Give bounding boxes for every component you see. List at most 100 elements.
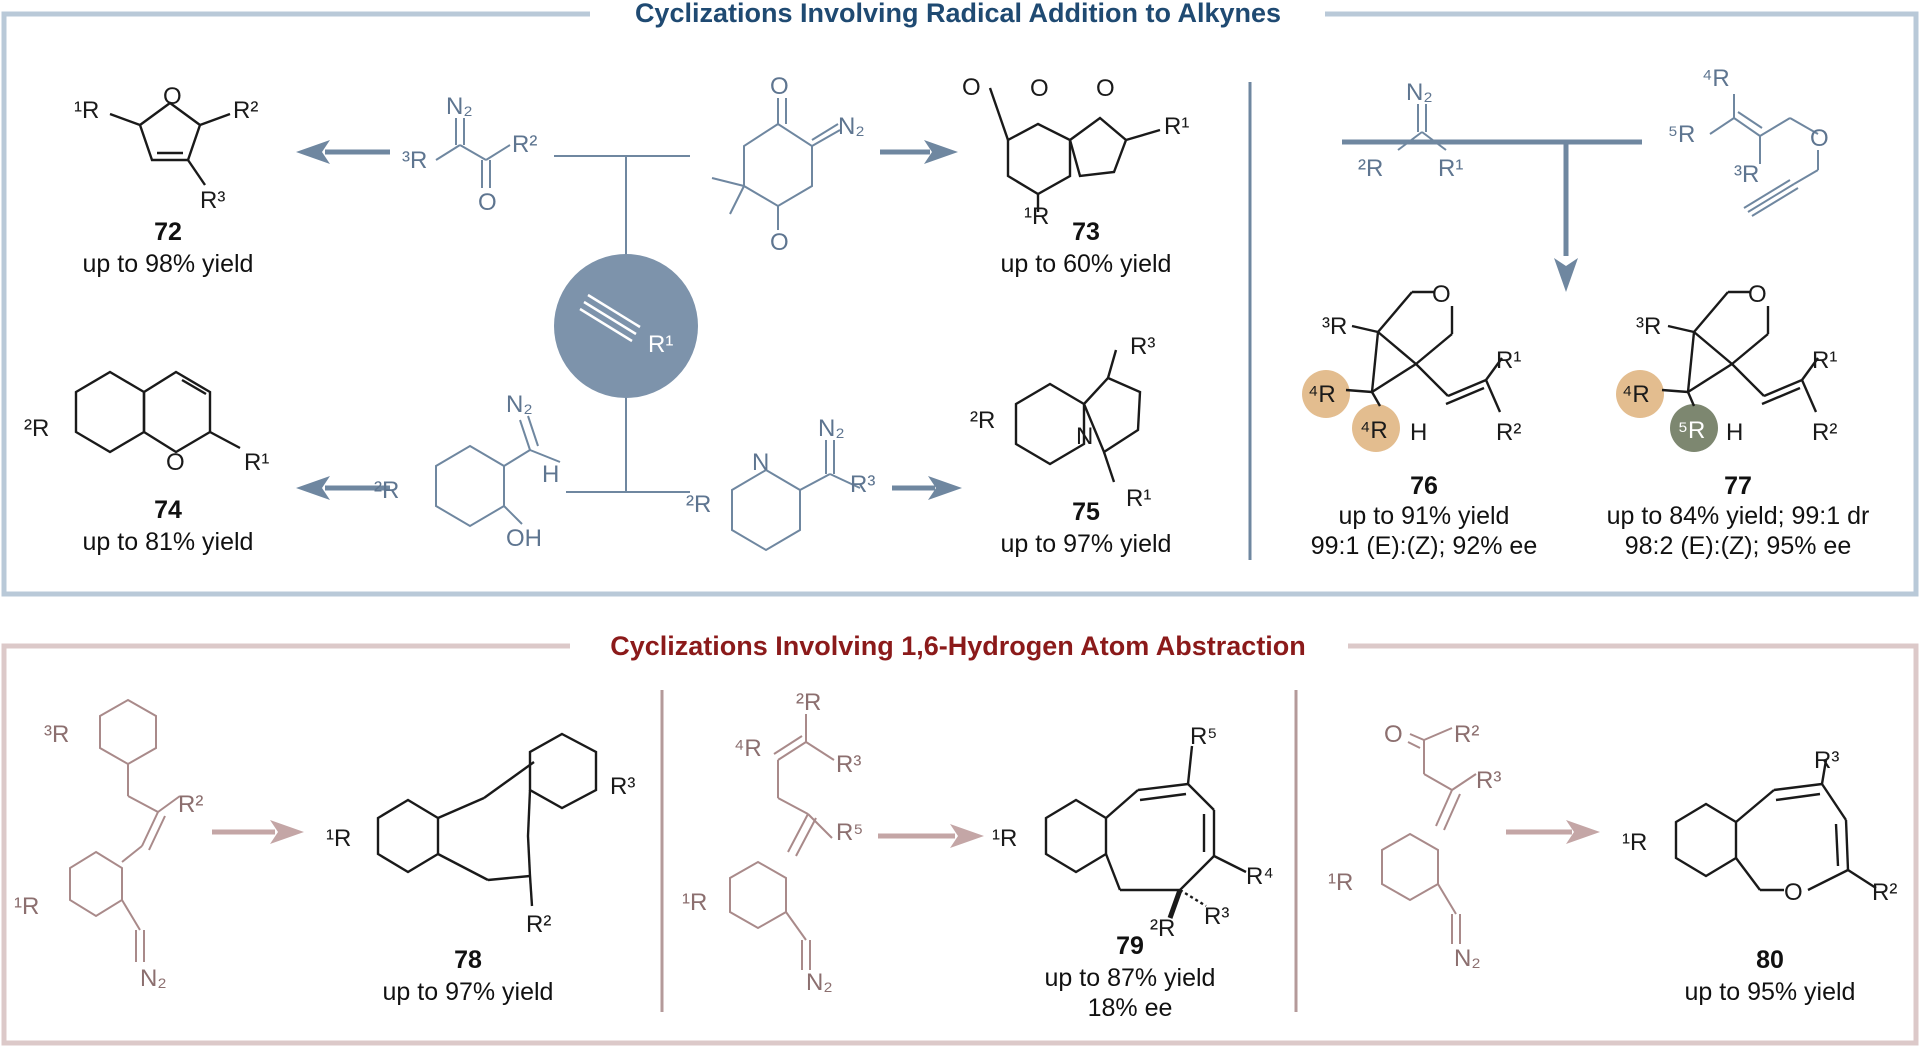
p76-o: O [1432, 281, 1451, 308]
pyridyl-2r: ²R [686, 491, 711, 518]
sm79-r5: R⁵ [836, 819, 863, 846]
product-76-structure [1345, 290, 1503, 413]
p75-number: 75 [1072, 498, 1100, 526]
enyne-structure [1709, 94, 1819, 217]
p78-r2: R² [526, 911, 551, 938]
pyridyl-r3: R³ [850, 471, 875, 498]
p72-r3: R³ [200, 187, 225, 214]
alkyne-circle: R¹ [554, 254, 698, 398]
p77-number: 77 [1724, 472, 1752, 500]
p80-r3: R³ [1814, 747, 1839, 774]
diazo-right-r1: R¹ [1438, 155, 1463, 182]
sm80-r3: R³ [1476, 767, 1501, 794]
sm80-o: O [1384, 721, 1403, 748]
p77-3r: ³R [1636, 313, 1661, 340]
sm78-3r: ³R [44, 721, 69, 748]
p72-o: O [163, 83, 182, 110]
p77-o: O [1748, 281, 1767, 308]
bottom-panel-title: Cyclizations Involving 1,6-Hydrogen Atom… [610, 631, 1306, 661]
p73-o-ring: O [1030, 75, 1049, 102]
sm80-structure [1381, 727, 1477, 944]
p77-h: H [1726, 419, 1743, 446]
product-80-structure [1674, 759, 1877, 892]
sm80-r2: R² [1454, 721, 1479, 748]
p75-n: N [1076, 423, 1093, 450]
top-panel-frame: Cyclizations Involving Radical Addition … [1, 0, 1919, 597]
p80-1r: ¹R [1622, 829, 1647, 856]
p77-caption-1: up to 84% yield; 99:1 dr [1607, 502, 1870, 530]
p75-r3: R³ [1130, 333, 1155, 360]
sm78-n2: N₂ [140, 965, 167, 992]
hydroxyphenyl-2r: ²R [374, 477, 399, 504]
p73-1r: ¹R [1024, 203, 1049, 230]
diazoketone-3r: ³R [402, 147, 427, 174]
alkyne-connector [554, 155, 690, 493]
p77-r1: R¹ [1812, 347, 1837, 374]
product-75-structure [1014, 349, 1142, 483]
p79-number: 79 [1116, 932, 1144, 960]
diazo-right-n2: N₂ [1406, 79, 1433, 106]
pyridyl-n2: N₂ [818, 415, 845, 442]
diazo-right-2r: ²R [1358, 155, 1383, 182]
p79-r4: R⁴ [1246, 863, 1274, 890]
sm79-r3: R³ [836, 751, 861, 778]
hydroxyphenyl-oh: OH [506, 525, 542, 552]
p77-tan-circle [1616, 370, 1664, 418]
p73-o-carbonyl: O [962, 74, 981, 101]
bottom-panel-frame: Cyclizations Involving 1,6-Hydrogen Atom… [1, 631, 1919, 1046]
p72-1r: ¹R [74, 97, 99, 124]
product-72-structure [109, 101, 231, 186]
product-77-structure [1661, 290, 1819, 413]
hydroxyphenyl-structure [435, 415, 561, 528]
p79-r5: R⁵ [1190, 723, 1217, 750]
sm79-2r: ²R [796, 689, 821, 716]
p76-r1: R¹ [1496, 347, 1521, 374]
p77-4r: ⁴R [1622, 381, 1650, 408]
p73-r1: R¹ [1164, 113, 1189, 140]
p76-caption-1: up to 91% yield [1339, 502, 1510, 530]
meldrum-structure [711, 98, 841, 230]
sm80-n2: N₂ [1454, 945, 1481, 972]
p76-caption-2: 99:1 (E):(Z); 92% ee [1311, 532, 1537, 560]
p79-caption-1: up to 87% yield [1045, 964, 1216, 992]
p79-r3: R³ [1204, 903, 1229, 930]
diazoketone-o: O [478, 189, 497, 216]
p75-r1: R¹ [1126, 485, 1151, 512]
product-79-structure [1044, 745, 1247, 919]
product-78-structure [376, 732, 598, 907]
meldrum-o-bottom: O [770, 229, 789, 256]
p76-3r: ³R [1322, 313, 1347, 340]
diazoketone-n2: N₂ [446, 93, 473, 120]
meldrum-n2: N₂ [838, 113, 865, 140]
p80-caption: up to 95% yield [1685, 978, 1856, 1006]
p80-r2: R² [1872, 879, 1897, 906]
p76-h: H [1410, 419, 1427, 446]
p72-r2: R² [233, 97, 258, 124]
p72-caption: up to 98% yield [83, 250, 254, 278]
p78-number: 78 [454, 946, 482, 974]
p72-number: 72 [154, 218, 182, 246]
p79-2r: ²R [1150, 915, 1175, 942]
p73-caption: up to 60% yield [1001, 250, 1172, 278]
hydroxyphenyl-h: H [542, 461, 559, 488]
sm79-1r: ¹R [682, 889, 707, 916]
p73-number: 73 [1072, 218, 1100, 246]
p80-number: 80 [1756, 946, 1784, 974]
enyne-o: O [1810, 125, 1829, 152]
top-arrows [296, 139, 1642, 500]
pyridyl-structure [731, 440, 861, 552]
p79-1r: ¹R [992, 825, 1017, 852]
sm78-1r: ¹R [14, 893, 39, 920]
p77-r2: R² [1812, 419, 1837, 446]
p77-green-circle [1670, 404, 1718, 452]
diazoketone-structure [435, 118, 511, 188]
product-73-structure [988, 87, 1161, 212]
top-panel-title: Cyclizations Involving Radical Addition … [635, 0, 1281, 28]
p76-4r-a: ⁴R [1308, 381, 1336, 408]
enyne-3r: ³R [1734, 161, 1759, 188]
p76-r2: R² [1496, 419, 1521, 446]
p74-r1: R¹ [244, 449, 269, 476]
p75-2r: ²R [970, 407, 995, 434]
p78-caption: up to 97% yield [383, 978, 554, 1006]
